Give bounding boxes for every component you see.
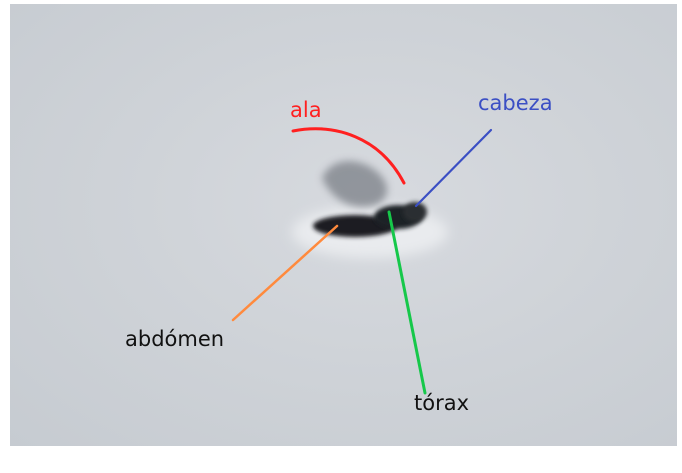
ala-pointer-line [291, 127, 406, 185]
label-ala: ala [290, 98, 322, 122]
insect-wing [322, 161, 388, 208]
insect-head [403, 202, 427, 222]
label-cabeza: cabeza [478, 91, 553, 115]
label-abdomen: abdómen [125, 327, 225, 351]
abdomen-pointer-line [231, 224, 339, 322]
insect [292, 161, 448, 258]
torax-pointer-line [387, 210, 427, 395]
cabeza-pointer-line [414, 128, 493, 208]
label-torax: tórax [414, 391, 470, 415]
